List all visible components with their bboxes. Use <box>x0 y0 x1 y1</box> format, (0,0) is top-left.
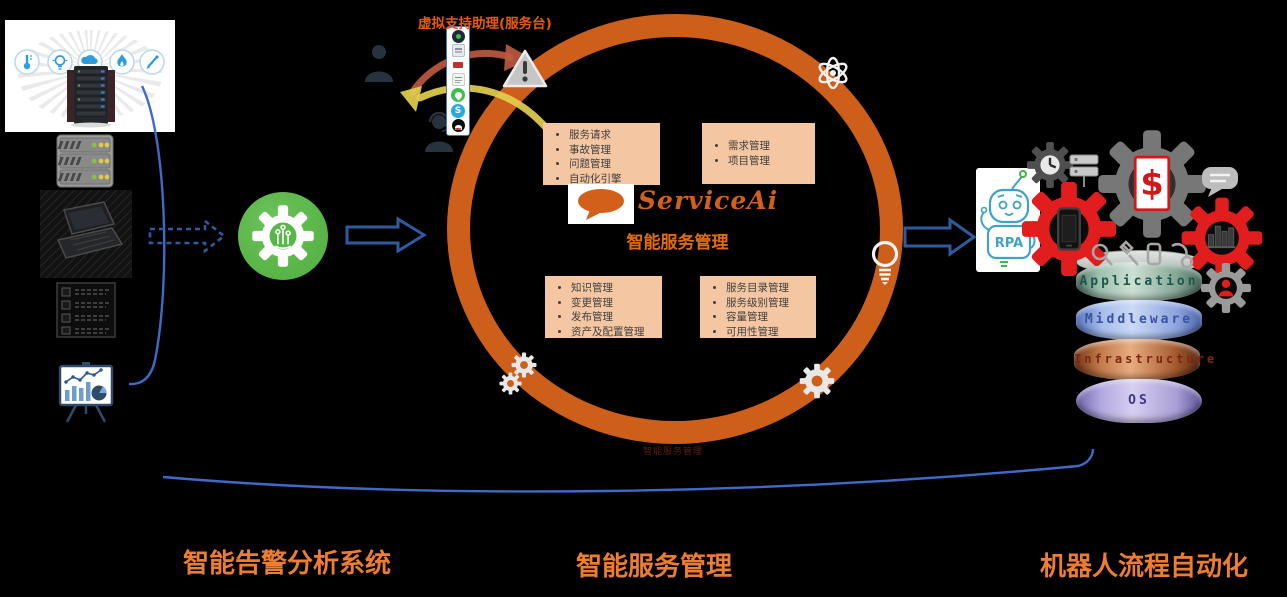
flame-icon <box>109 49 135 75</box>
stack-layer-infrastructure: Infrastructure <box>1074 339 1214 380</box>
handset-icon <box>1171 242 1188 257</box>
itsm-box-top-left: 服务请求 事故管理 问题管理 自动化引擎 <box>543 123 660 185</box>
dollar-glyph: $ <box>1140 164 1163 203</box>
list-item: 服务目录管理 <box>726 281 814 296</box>
gears-icon <box>499 372 522 395</box>
itsm-box-top-right: 需求管理 项目管理 <box>702 123 815 184</box>
list-item: 变更管理 <box>571 296 660 311</box>
server-rack-icon <box>67 66 115 128</box>
wechat-work-icon <box>451 29 465 43</box>
list-item: 资产及配置管理 <box>571 325 660 340</box>
qq-icon <box>451 119 465 133</box>
skype-icon: S <box>451 103 465 118</box>
list-item: 需求管理 <box>728 139 813 154</box>
stack-layer-application: Application <box>1076 262 1202 301</box>
serviceai-logo-box <box>568 184 634 224</box>
list-item: 容量管理 <box>726 310 814 325</box>
pen-icon <box>139 49 165 75</box>
rpa-label: RPA <box>995 236 1023 251</box>
green-gear-circuit-icon <box>252 205 314 267</box>
itsm-box-bottom-left: 知识管理 变更管理 发布管理 资产及配置管理 <box>545 276 662 338</box>
atom-icon <box>818 56 848 90</box>
gears-icon <box>511 352 537 378</box>
monitoring-panel <box>5 20 175 132</box>
bar-chart-gear-icon <box>1181 197 1263 279</box>
analytics-board-icon <box>58 362 114 423</box>
section-label-alert-analysis: 智能告警分析系统 <box>183 549 392 579</box>
mail-icon <box>451 44 465 58</box>
red-app-icon <box>451 58 465 72</box>
list-item: 服务请求 <box>569 128 658 143</box>
webpage-icon <box>451 73 465 87</box>
thermometer-icon <box>14 49 40 75</box>
section-label-service-mgmt: 智能服务管理 <box>576 552 733 582</box>
arrow-circle-to-rpa <box>903 217 977 257</box>
ai-engine-circle <box>238 192 328 280</box>
stack-layer-os: OS <box>1076 379 1202 423</box>
rpa-robot-panel: RPA <box>976 168 1040 272</box>
stack-layer-middleware: Middleware <box>1076 300 1202 340</box>
speech-bubble-icon <box>578 189 624 220</box>
list-item: 发布管理 <box>571 310 660 325</box>
lightbulb-idea-icon <box>47 49 73 75</box>
arrow-sources-to-engine <box>148 218 227 254</box>
channel-strip: S <box>446 26 470 136</box>
rpa-robot-icon: RPA <box>980 170 1036 267</box>
list-item: 事故管理 <box>569 143 658 158</box>
magnifier-icon <box>1091 243 1109 261</box>
tool-icons-row <box>1091 240 1194 269</box>
smartphone-gear-icon <box>1021 181 1117 277</box>
laptop-icon <box>40 190 132 278</box>
dollar-document-gear-icon: $ <box>1098 130 1206 238</box>
arrow-engine-to-circle <box>345 216 427 254</box>
phone-icon <box>1146 242 1162 266</box>
server-unit-icon <box>56 282 116 338</box>
virtual-assistant-title: 虚拟支持助理(服务台) <box>418 16 552 32</box>
user-person-icon <box>365 45 393 82</box>
person-gear-icon <box>1201 263 1251 313</box>
circle-title: 智能服务管理 <box>626 233 729 253</box>
server-leds-icon <box>56 134 114 188</box>
wrench-icon <box>1119 240 1134 255</box>
ring-caption: 智能服务管理 <box>642 447 703 457</box>
serviceai-logo-text: ServiceAi <box>638 186 779 215</box>
network-node-icon <box>1069 154 1099 187</box>
list-item: 自动化引擎 <box>569 172 658 187</box>
list-item: 项目管理 <box>728 154 813 169</box>
warning-triangle-icon <box>502 49 548 88</box>
list-item: 可用性管理 <box>726 325 814 340</box>
list-item: 服务级别管理 <box>726 296 814 311</box>
itsm-box-bottom-right: 服务目录管理 服务级别管理 容量管理 可用性管理 <box>700 276 816 338</box>
wechat-icon <box>451 88 465 103</box>
section-label-rpa: 机器人流程自动化 <box>1040 552 1249 582</box>
list-item: 知识管理 <box>571 281 660 296</box>
list-item: 问题管理 <box>569 157 658 172</box>
gray-speech-bubble-icon <box>1202 167 1238 197</box>
gear-icon <box>799 363 835 399</box>
clock-gear-icon <box>1026 141 1074 189</box>
lightbulb-icon <box>871 240 899 285</box>
